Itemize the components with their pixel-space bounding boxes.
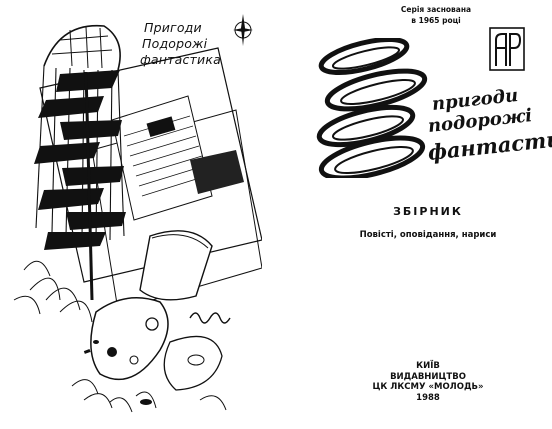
publisher-imprint: КИЇВ ВИДАВНИЦТВО ЦК ЛКСМУ «МОЛОДЬ» 1988 (338, 361, 518, 403)
imprint-city: КИЇВ (416, 361, 440, 371)
spiral-staircase-illustration (13, 24, 262, 413)
imprint-publisher: ВИДАВНИЦТВО (390, 371, 466, 382)
imprint-organization: ЦК ЛКСМУ «МОЛОДЬ» (372, 382, 484, 392)
series-note-line2: в 1965 році (411, 16, 461, 25)
title-page: Серія заснована в 1965 році пригоди подо… (278, 0, 552, 429)
imprint-year: 1988 (416, 392, 440, 403)
frontispiece-page: Пригоди Подорожі фантастика (0, 0, 262, 429)
molod-publisher-logo-icon (489, 27, 525, 71)
series-logo-line3: фантастика (140, 52, 221, 67)
series-logo-line1: Пригоди (144, 20, 202, 35)
collection-label: ЗБІРНИК (393, 205, 463, 218)
compass-star-icon (233, 14, 253, 46)
series-note-line1: Серія заснована (400, 5, 472, 14)
series-founded-note: Серія заснована в 1965 році (396, 4, 476, 26)
series-logo-line2: Подорожі (142, 36, 208, 51)
book-subtitle: Повісті, оповідання, нариси (359, 230, 497, 240)
stylized-88-swirl-icon (316, 38, 428, 178)
series-logo: Пригоди Подорожі фантастика (138, 12, 258, 72)
